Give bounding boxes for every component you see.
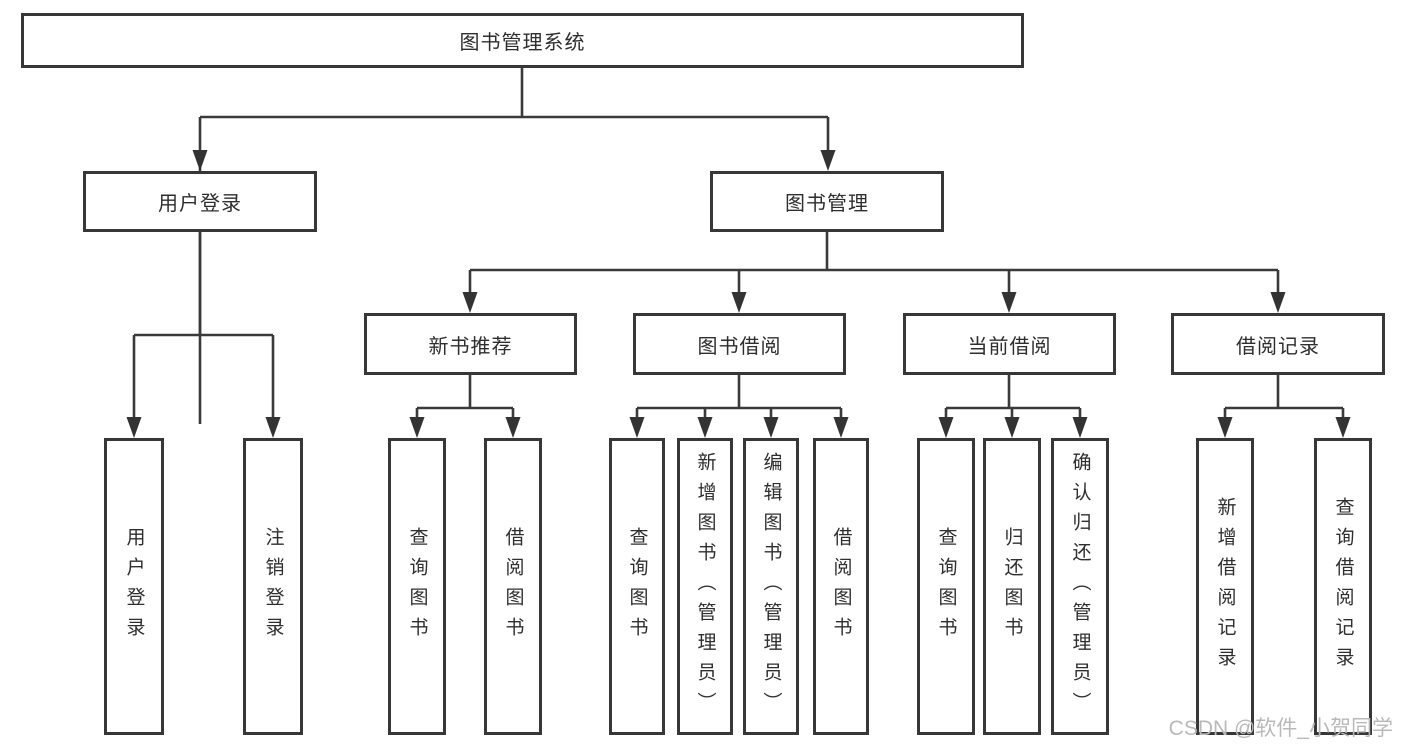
leaf-edit-books-admin: 编辑图书（管理员） (743, 438, 799, 735)
leaf-query-books-current-label: 查询图书 (935, 526, 957, 647)
connector-current-borrow-to-leaves (938, 375, 1088, 438)
node-book-borrowing: 图书借阅 (633, 313, 846, 375)
leaf-borrow-books-recommend-label: 借阅图书 (502, 526, 524, 647)
leaf-logout: 注销登录 (243, 438, 303, 735)
leaf-add-books-admin: 新增图书（管理员） (677, 438, 733, 735)
leaf-query-books-current: 查询图书 (917, 438, 975, 735)
node-user-login-label: 用户登录 (158, 193, 242, 215)
leaf-logout-label: 注销登录 (262, 526, 284, 647)
connector-book-borrow-to-leaves (629, 375, 849, 438)
node-current-borrowing: 当前借阅 (903, 313, 1116, 375)
csdn-watermark: CSDN @软件_小贺同学 (1168, 717, 1393, 740)
leaf-borrow-books-recommend: 借阅图书 (484, 438, 542, 735)
leaf-add-borrow-record: 新增借阅记录 (1196, 438, 1254, 735)
node-book-management-system-label: 图书管理系统 (459, 32, 586, 54)
leaf-confirm-return-admin-label: 确认归还（管理员） (1069, 451, 1091, 722)
leaf-query-books-borrow-label: 查询图书 (626, 526, 648, 647)
node-book-management-system: 图书管理系统 (21, 13, 1024, 68)
leaf-borrow-books-borrow-label: 借阅图书 (830, 526, 852, 647)
leaf-borrow-books-borrow: 借阅图书 (813, 438, 869, 735)
node-book-borrowing-label: 图书借阅 (697, 335, 782, 358)
leaf-edit-books-admin-label: 编辑图书（管理员） (760, 451, 782, 722)
connector-new-book-rec-to-leaves (409, 375, 521, 438)
leaf-query-borrow-record: 查询借阅记录 (1314, 438, 1372, 735)
leaf-return-books-label: 归还图书 (1001, 526, 1023, 647)
leaf-return-books: 归还图书 (983, 438, 1041, 735)
leaf-query-books-recommend: 查询图书 (388, 438, 446, 735)
connector-borrow-record-to-leaves (1217, 375, 1351, 438)
leaf-query-books-recommend-label: 查询图书 (406, 526, 428, 647)
connector-book-mgmt-to-level3 (462, 232, 1286, 313)
leaf-user-login: 用户登录 (104, 438, 164, 735)
node-new-book-recommendation-label: 新书推荐 (428, 335, 513, 358)
leaf-query-borrow-record-label: 查询借阅记录 (1332, 496, 1354, 677)
node-book-management: 图书管理 (710, 171, 944, 232)
node-borrowing-records: 借阅记录 (1171, 313, 1385, 375)
connector-user-login-to-leaves (126, 232, 281, 438)
node-book-management-label: 图书管理 (785, 193, 869, 215)
leaf-add-borrow-record-label: 新增借阅记录 (1214, 496, 1236, 677)
node-new-book-recommendation: 新书推荐 (364, 313, 577, 375)
node-current-borrowing-label: 当前借阅 (967, 335, 1052, 358)
leaf-add-books-admin-label: 新增图书（管理员） (694, 451, 716, 722)
leaf-user-login-label: 用户登录 (123, 526, 145, 647)
leaf-confirm-return-admin: 确认归还（管理员） (1051, 438, 1109, 735)
leaf-query-books-borrow: 查询图书 (609, 438, 665, 735)
node-user-login: 用户登录 (83, 171, 317, 232)
connector-root-to-level2 (192, 68, 836, 424)
node-borrowing-records-label: 借阅记录 (1236, 335, 1320, 358)
